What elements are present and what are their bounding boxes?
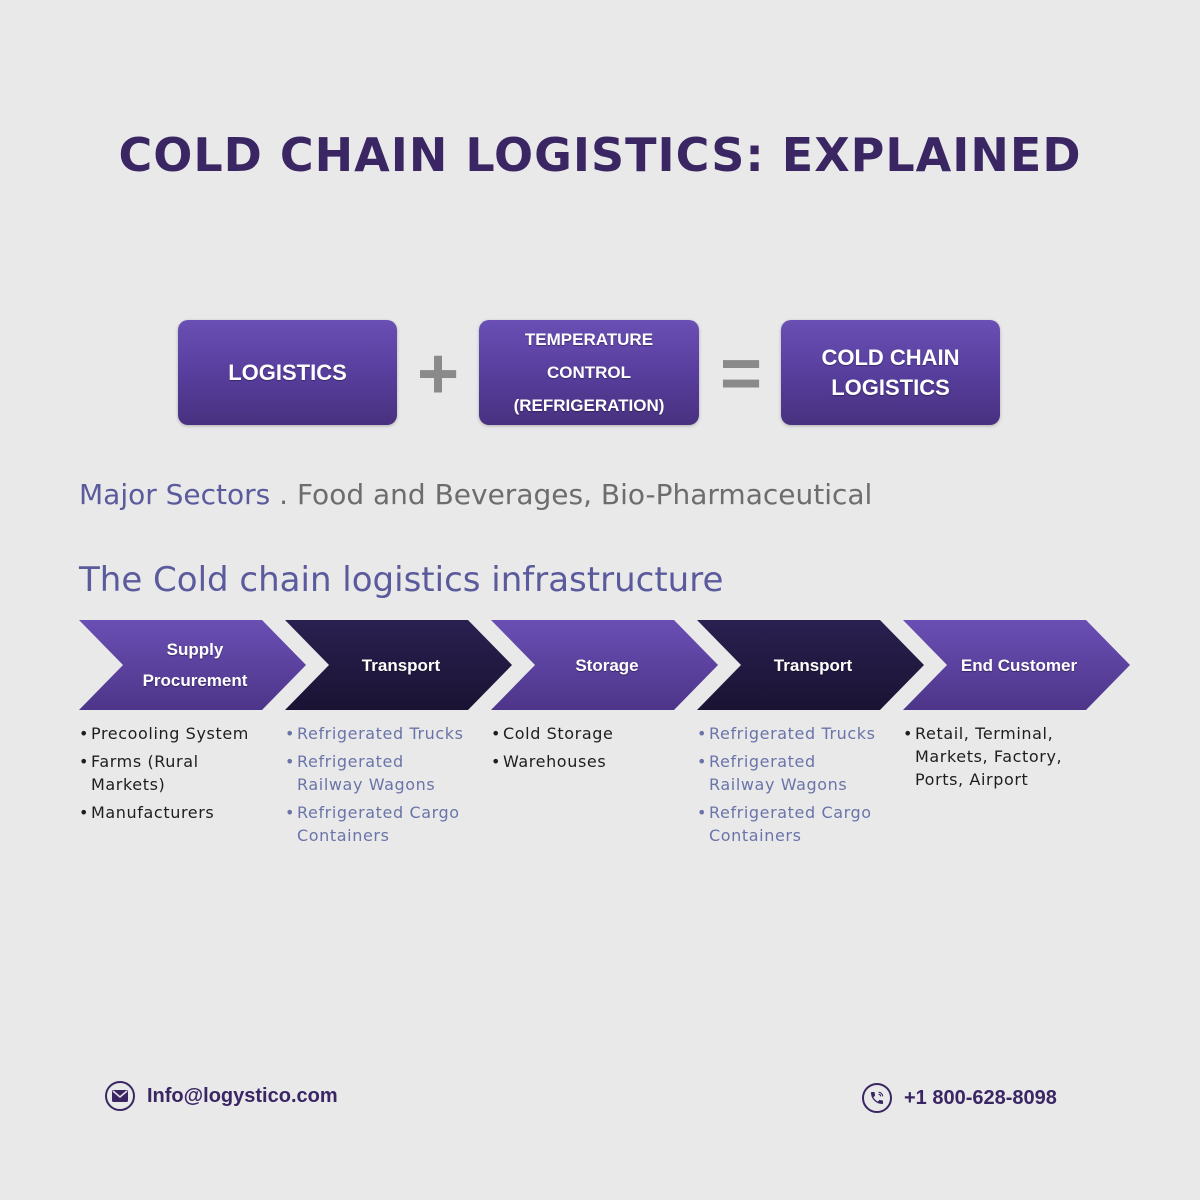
temperature-control-box: TEMPERATURE CONTROL (REFRIGERATION) (479, 320, 699, 425)
list-item: Refrigerated Cargo Containers (697, 801, 887, 847)
storage-list: Cold Storage Warehouses (491, 722, 681, 778)
infrastructure-chevrons (79, 620, 1130, 710)
list-item: Farms (Rural Markets) (79, 750, 269, 796)
major-sectors-lead: Major Sectors (79, 478, 271, 511)
list-item: Cold Storage (491, 722, 681, 745)
chevron-end-customer (903, 620, 1130, 710)
chevron-supply-procurement (79, 620, 306, 710)
stage-label-end-customer: End Customer (960, 656, 1078, 675)
list-item: Refrigerated Trucks (285, 722, 475, 745)
stage-label-storage: Storage (575, 656, 639, 675)
temperature-control-box-label: TEMPERATURE CONTROL (REFRIGERATION) (513, 330, 665, 415)
major-sectors-line: Major Sectors . Food and Beverages, Bio-… (79, 478, 872, 511)
list-item: Refrigerated Railway Wagons (285, 750, 475, 796)
stage-label-transport-1: Transport (361, 656, 441, 675)
plus-operator: + (416, 334, 460, 414)
phone-icon (862, 1083, 892, 1113)
envelope-icon (105, 1081, 135, 1111)
email-address[interactable]: Info@logystico.com (147, 1084, 338, 1107)
logistics-box-label: LOGISTICS (228, 359, 347, 385)
list-item: Refrigerated Trucks (697, 722, 887, 745)
cold-chain-logistics-box: COLD CHAIN LOGISTICS (781, 320, 1000, 425)
list-item: Precooling System (79, 722, 269, 745)
major-sectors-text: . Food and Beverages, Bio-Pharmaceutical (270, 478, 873, 511)
page-title: COLD CHAIN LOGISTICS: EXPLAINED (118, 128, 1082, 182)
equals-operator: = (719, 334, 763, 414)
list-item: Refrigerated Railway Wagons (697, 750, 887, 796)
stage-label-transport-2: Transport (773, 656, 853, 675)
infrastructure-title: The Cold chain logistics infrastructure (79, 560, 724, 600)
phone-number[interactable]: +1 800-628-8098 (904, 1086, 1057, 1109)
chevron-transport-1 (285, 620, 512, 710)
contact-phone[interactable]: +1 800-628-8098 (862, 1083, 1057, 1113)
stage-label-supply-procurement: Supply Procurement (142, 640, 248, 690)
list-item: Manufacturers (79, 801, 269, 824)
end-customer-list: Retail, Terminal, Markets, Factory, Port… (903, 722, 1078, 796)
list-item: Warehouses (491, 750, 681, 773)
supply-procurement-list: Precooling System Farms (Rural Markets) … (79, 722, 269, 829)
chevron-transport-2 (697, 620, 924, 710)
list-item: Retail, Terminal, Markets, Factory, Port… (903, 722, 1078, 791)
transport-2-list: Refrigerated Trucks Refrigerated Railway… (697, 722, 887, 852)
logistics-box: LOGISTICS (178, 320, 397, 425)
contact-email[interactable]: Info@logystico.com (105, 1081, 338, 1111)
transport-1-list: Refrigerated Trucks Refrigerated Railway… (285, 722, 475, 852)
cold-chain-logistics-box-label: COLD CHAIN LOGISTICS (821, 344, 960, 400)
chevron-storage (491, 620, 718, 710)
list-item: Refrigerated Cargo Containers (285, 801, 475, 847)
